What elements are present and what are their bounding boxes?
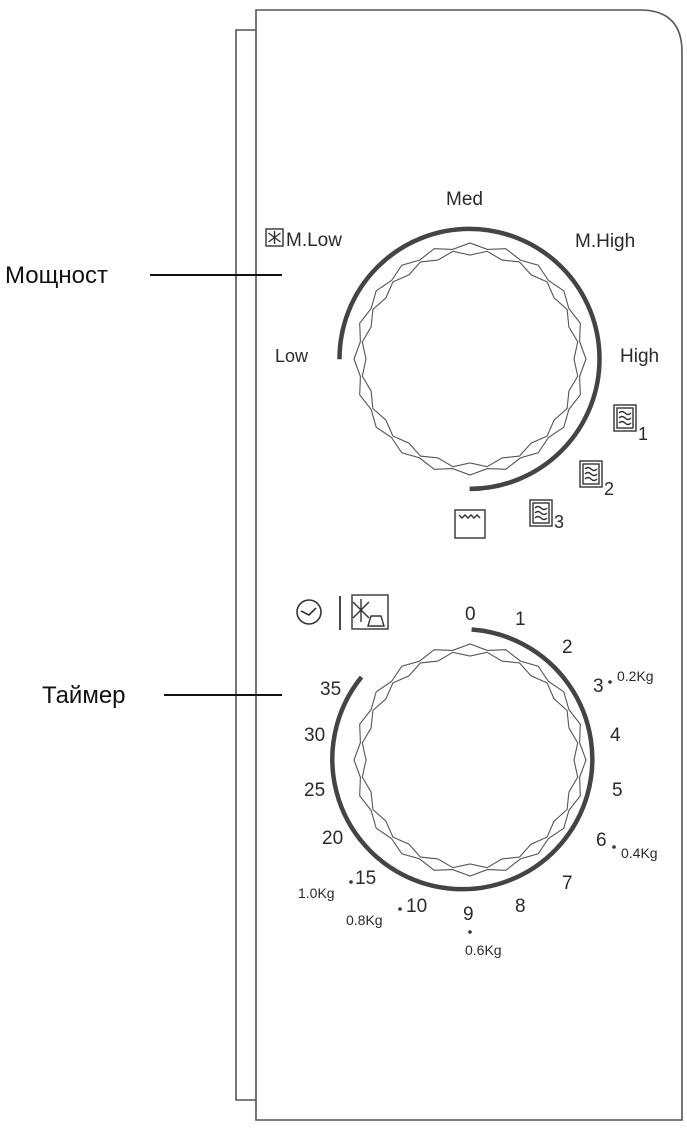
power-scale-arc [337, 226, 602, 492]
timer-knob[interactable] [330, 627, 595, 892]
timer-mark-9: 9 [463, 904, 474, 925]
panel-front [255, 9, 683, 1121]
combi-level-3: 3 [554, 512, 564, 532]
timer-scale-arc [330, 627, 595, 892]
timer-mark-4: 4 [610, 725, 621, 746]
timer-weight-1-0kg: 1.0Kg [298, 885, 335, 901]
weight-dot [612, 845, 616, 849]
combi-wave-icon [579, 460, 603, 488]
combi-wave-icon [529, 499, 553, 527]
timer-weight-0-2kg: 0.2Kg [617, 668, 654, 684]
weight-dot [468, 930, 472, 934]
power-level-m-low: M.Low [286, 230, 342, 251]
timer-mark-5: 5 [612, 780, 623, 801]
weight-dot [398, 907, 402, 911]
defrost-icon [265, 228, 284, 247]
panel-side-edge [235, 29, 256, 1101]
timer-weight-0-4kg: 0.4Kg [621, 845, 658, 861]
weight-dot [349, 880, 353, 884]
timer-knob-outer-ring[interactable] [353, 643, 587, 877]
weight-defrost-icon [351, 594, 389, 630]
power-level-m-high: M.High [575, 231, 635, 252]
timer-mark-3: 3 [593, 676, 604, 697]
weight-dot [608, 680, 612, 684]
timer-mark-15: 15 [355, 868, 376, 889]
timer-mark-10: 10 [406, 896, 427, 917]
timer-knob-inner-ring [361, 651, 579, 869]
timer-mark-6: 6 [596, 830, 607, 851]
control-panel [235, 9, 683, 1121]
timer-mark-1: 1 [515, 609, 526, 630]
timer-mark-30: 30 [304, 725, 325, 746]
power-level-high: High [620, 346, 659, 367]
combi-wave-icon [613, 404, 637, 432]
grill-icon [454, 509, 486, 539]
timer-mark-8: 8 [515, 896, 526, 917]
timer-mark-35: 35 [320, 679, 341, 700]
timer-mark-20: 20 [322, 828, 343, 849]
timer-mark-2: 2 [562, 637, 573, 658]
power-level-low: Low [275, 346, 309, 366]
power-knob-inner-ring [361, 250, 579, 468]
clock-icon [296, 599, 322, 625]
timer-mark-25: 25 [304, 780, 325, 801]
timer-weight-0-8kg: 0.8Kg [346, 912, 383, 928]
timer-weight-0-6kg: 0.6Kg [465, 942, 502, 958]
power-knob-outer-ring[interactable] [353, 242, 587, 476]
power-level-med: Med [446, 189, 483, 210]
power-callout-label: Мощност [5, 262, 108, 289]
timer-mark-0: 0 [465, 604, 476, 625]
combi-level-2: 2 [604, 479, 614, 499]
power-knob[interactable] [337, 226, 602, 492]
timer-mark-7: 7 [562, 873, 573, 894]
combi-level-1: 1 [638, 424, 648, 444]
timer-callout-label: Таймер [42, 682, 126, 709]
